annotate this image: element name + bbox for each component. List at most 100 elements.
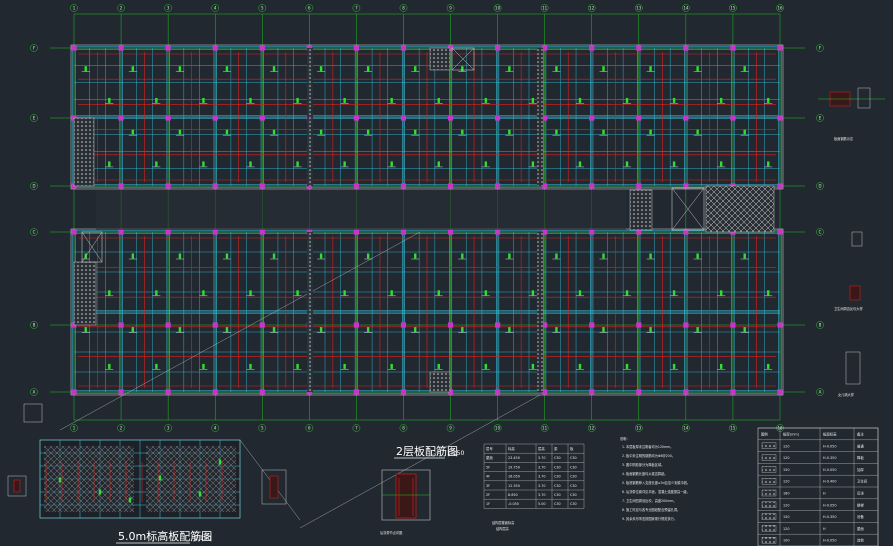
axis-bubble-top — [729, 4, 737, 12]
rebar-lines — [59, 52, 776, 529]
rebar-mark — [296, 290, 299, 296]
column — [683, 389, 689, 395]
elev-table-cell: 5.00 — [538, 502, 546, 506]
axis-label-top: 16 — [777, 6, 783, 11]
detail-section-box — [261, 469, 287, 505]
axis-label-left: D — [32, 184, 35, 189]
legend-table-cell: 150 — [783, 468, 789, 472]
rebar-mark — [743, 327, 746, 333]
column — [447, 183, 454, 189]
column — [777, 229, 783, 235]
rebar-mark — [225, 129, 229, 135]
axis-label-top: 10 — [495, 6, 501, 11]
axis-label-top: 5 — [261, 6, 264, 11]
legend-table-cell: H-0.050 — [823, 468, 836, 472]
axis-bubble-top — [164, 4, 172, 12]
legend-table-cell: 120 — [783, 456, 789, 460]
corridor-void — [96, 190, 626, 230]
axis-bubble-bottom — [70, 424, 78, 432]
elev-table-cell: C30 — [554, 465, 561, 469]
column — [259, 183, 265, 189]
legend-swatch — [761, 513, 777, 520]
legend-swatch — [761, 454, 777, 461]
rebar-mark — [225, 327, 229, 333]
rebar-mark — [602, 253, 605, 259]
rebar-mark — [414, 327, 417, 333]
elev-table-cell: C30 — [570, 465, 577, 469]
axis-label-bottom: 14 — [683, 426, 689, 431]
column — [71, 45, 77, 51]
axis-label-top: 4 — [214, 6, 217, 11]
column — [353, 183, 359, 189]
rebar-mark — [202, 161, 205, 167]
column — [447, 389, 454, 395]
elev-table-cell: 1F — [486, 502, 490, 506]
outer-wall-top — [70, 44, 784, 190]
floor-plan: 1122334455667788991010111112121313141415… — [30, 4, 824, 529]
rebar-mark — [108, 363, 111, 369]
axis-label-right: D — [818, 184, 821, 189]
rebar-mark — [272, 253, 276, 259]
axis-label-bottom: 15 — [730, 426, 736, 431]
rebar-mark — [672, 290, 676, 296]
stair-zone-left-top — [73, 117, 95, 187]
axis-label-top: 1 — [73, 6, 76, 11]
column — [777, 389, 783, 395]
rebar-mark — [319, 327, 323, 333]
rebar-mark — [649, 66, 652, 72]
rebar-mark — [343, 290, 346, 296]
axis-label-right: C — [819, 230, 822, 235]
rebar-mark — [390, 97, 393, 103]
axis-label-bottom: 7 — [355, 426, 358, 431]
rebar-mark — [767, 363, 770, 369]
rebar-mark — [225, 66, 229, 72]
axis-label-top: 14 — [683, 6, 689, 11]
axis-bubble-left — [30, 182, 38, 190]
rebar-mark — [602, 66, 605, 72]
axis-bubble-bottom — [540, 424, 549, 432]
axis-bubble-bottom — [399, 424, 408, 432]
column — [212, 322, 218, 328]
rebar-mark — [484, 363, 488, 369]
rebar-mark — [719, 161, 723, 167]
axis-bubble-top — [211, 4, 220, 12]
column — [542, 183, 548, 189]
rebar-mark — [461, 327, 464, 333]
column — [730, 322, 736, 328]
legend-swatch — [761, 525, 777, 532]
rebar-mark — [414, 253, 417, 259]
axis-bubble-bottom — [682, 424, 690, 432]
column — [683, 183, 689, 189]
column — [589, 389, 595, 395]
shaft-zone-top — [429, 47, 451, 71]
rebar-mark — [178, 327, 182, 333]
detail-side-section — [7, 475, 27, 497]
axis-bubble-bottom — [305, 424, 314, 432]
axis-bubble-left — [30, 44, 38, 52]
column — [118, 322, 124, 328]
column — [118, 183, 124, 189]
axis-bubble-bottom — [164, 424, 172, 432]
void-opening — [451, 47, 475, 71]
rebar-mark — [366, 253, 370, 259]
legend-table-cell: H-0.400 — [823, 480, 836, 484]
axis-bubble-top — [776, 4, 784, 12]
column — [353, 45, 359, 51]
rebar-mark — [649, 327, 652, 333]
legend-table-cell: 120 — [783, 480, 789, 484]
elev-table-cell: C30 — [570, 475, 577, 479]
axis-bubble-bottom — [211, 424, 220, 432]
legend-table-header: 板厚(mm) — [783, 432, 800, 437]
right-detail-2-title: 卫生间周边反坎大样 — [834, 306, 863, 311]
detail-hatch-left — [44, 446, 134, 512]
rebar-mark — [343, 161, 346, 167]
column — [730, 389, 736, 395]
note-line: 1. 本层板厚未注明者均为120mm。 — [622, 444, 673, 449]
axis-label-top: 3 — [167, 6, 170, 11]
elev-table-cell: 19.750 — [508, 465, 520, 469]
rebar-mark — [178, 253, 182, 259]
rebar-mark — [461, 129, 464, 135]
elev-table-cell: 8.650 — [508, 493, 518, 497]
rebar-mark — [767, 290, 770, 296]
